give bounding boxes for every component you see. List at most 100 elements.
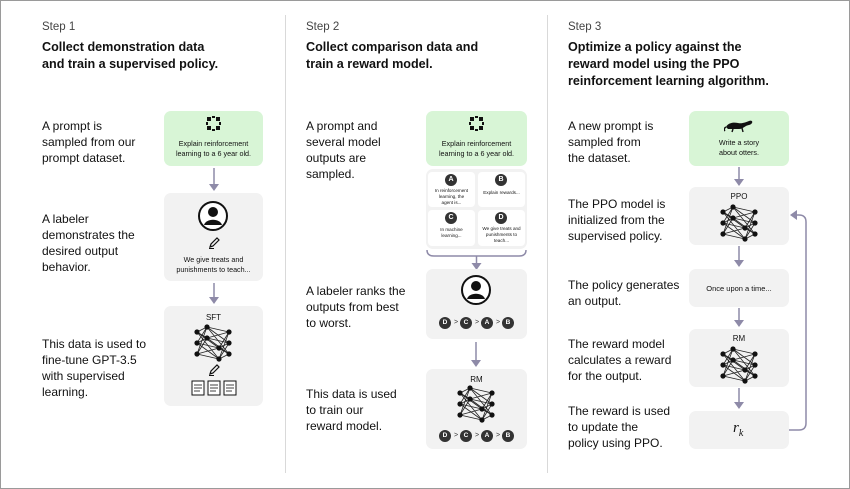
desc-line: to train our	[306, 403, 364, 417]
step3-label: Step 3	[568, 21, 602, 33]
desc-line: fine-tune GPT-3.5	[42, 353, 137, 367]
desc-line: behavior.	[42, 260, 91, 274]
step3-desc-prompt: A new prompt is sampled from the dataset…	[568, 118, 688, 166]
greater-than-icon: >	[453, 432, 459, 439]
prompt-line: learning to a 6 year old.	[438, 148, 515, 158]
desc-line: The PPO model is	[568, 197, 666, 211]
desc-line: to update the	[568, 420, 639, 434]
rank-letter: C	[460, 430, 472, 442]
desc-line: A labeler	[42, 212, 89, 226]
step1-label: Step 1	[42, 21, 76, 33]
output-text: In reinforcement learning, the agent is.…	[430, 188, 473, 205]
output-line: learning...	[441, 232, 462, 238]
arrow-down-icon	[471, 342, 481, 367]
neural-network-icon	[457, 385, 495, 423]
reward-r: r	[733, 420, 739, 436]
desc-line: outputs are	[306, 151, 367, 165]
sft-label: SFT	[205, 313, 222, 322]
neural-network-icon	[720, 204, 758, 242]
step2-prompt-box: Explain reinforcement learning to a 6 ye…	[426, 111, 527, 166]
rank-letter: D	[439, 317, 451, 329]
desc-line: desired output	[42, 244, 119, 258]
policy-output-text: Once upon a time...	[706, 284, 772, 293]
step3-desc-generate: The policy generates an output.	[568, 277, 688, 309]
desc-line: sampled from our	[42, 135, 136, 149]
desc-line: several model	[306, 135, 381, 149]
output-letter-badge: C	[445, 212, 457, 224]
step2-heading: Collect comparison data and train a rewa…	[306, 39, 536, 73]
step1-prompt-box: Explain reinforcement learning to a 6 ye…	[164, 111, 263, 166]
step1-labeler-box: We give treats and punishments to teach.…	[164, 193, 263, 281]
desc-line: The reward model	[568, 337, 665, 351]
desc-line: learning.	[42, 385, 89, 399]
desc-line: A prompt and	[306, 119, 378, 133]
desc-line: reward model.	[306, 419, 383, 433]
rank-letter: C	[460, 317, 472, 329]
rm-label: RM	[470, 375, 483, 384]
step2-outputs-box: A In reinforcement learning, the agent i…	[426, 169, 527, 249]
desc-line: policy using PPO.	[568, 436, 663, 450]
step3-desc-update: The reward is used to update the policy …	[568, 403, 688, 451]
desc-line: initialized from the	[568, 213, 665, 227]
step2-heading-line: train a reward model.	[306, 57, 433, 71]
step2-prompt-text: Explain reinforcement learning to a 6 ye…	[426, 139, 527, 158]
merge-bracket-arrow-icon	[426, 250, 527, 270]
step3-heading-line: reinforcement learning algorithm.	[568, 74, 769, 88]
ranking-row: D > C > A > B	[439, 317, 515, 329]
output-line: We give treats and	[482, 226, 521, 231]
rank-letter: A	[481, 317, 493, 329]
arrow-down-icon	[209, 168, 219, 191]
output-card-d: D We give treats and punishments to teac…	[478, 210, 525, 246]
prompt-line: learning to a 6 year old.	[175, 148, 252, 158]
step1-heading: Collect demonstration data and train a s…	[42, 39, 272, 73]
prompt-line: about otters.	[719, 147, 759, 157]
greater-than-icon: >	[474, 432, 480, 439]
document-stack-icon	[191, 380, 237, 396]
greater-than-icon: >	[495, 319, 501, 326]
pencil-icon	[209, 364, 220, 376]
desc-line: sampled from	[568, 135, 641, 149]
otter-icon	[724, 120, 753, 133]
prompt-line: Write a story	[718, 138, 760, 147]
output-letter-badge: D	[495, 212, 507, 224]
output-line: agent is...	[441, 199, 462, 205]
output-line: In machine	[440, 227, 463, 232]
feedback-loop-arrow-icon	[789, 210, 807, 431]
desc-line: calculates a reward	[568, 353, 672, 367]
desc-line: supervised policy.	[568, 229, 663, 243]
step2-desc-rank: A labeler ranks the outputs from best to…	[306, 283, 426, 331]
output-text: In machine learning...	[430, 227, 473, 239]
output-card-b: B Explain rewards...	[478, 172, 525, 207]
output-card-c: C In machine learning...	[428, 210, 475, 246]
desc-line: the dataset.	[568, 151, 631, 165]
desc-line: outputs from best	[306, 300, 399, 314]
desc-line: an output.	[568, 294, 622, 308]
output-line: Explain rewards...	[483, 190, 520, 195]
labeler-person-icon	[461, 275, 491, 305]
prompt-loop-icon	[206, 116, 221, 131]
output-card-a: A In reinforcement learning, the agent i…	[428, 172, 475, 207]
desc-line: The policy generates	[568, 278, 680, 292]
desc-line: A new prompt is	[568, 119, 654, 133]
step2-rm-box: RM D > C > A > B	[426, 369, 527, 449]
desc-line: This data is used to	[42, 337, 147, 351]
greater-than-icon: >	[495, 432, 501, 439]
rank-letter: B	[502, 317, 514, 329]
labeler-line: punishments to teach...	[176, 264, 251, 274]
desc-line: with supervised	[42, 369, 125, 383]
step3-desc-ppo: The PPO model is initialized from the su…	[568, 196, 688, 244]
divider-2	[547, 15, 548, 473]
step3-desc-reward: The reward model calculates a reward for…	[568, 336, 688, 384]
rank-letter: D	[439, 430, 451, 442]
step2-rank-box: D > C > A > B	[426, 269, 527, 339]
step3-prompt-box: Write a story about otters.	[689, 111, 789, 166]
arrow-down-icon	[734, 388, 744, 409]
step1-labeler-text: We give treats and punishments to teach.…	[164, 255, 263, 274]
labeler-person-icon	[198, 201, 228, 231]
step2-desc-train: This data is used to train our reward mo…	[306, 386, 426, 434]
prompt-line: Explain reinforcement	[178, 139, 249, 148]
step1-sft-box: SFT	[164, 306, 263, 406]
greater-than-icon: >	[474, 319, 480, 326]
output-letter-badge: B	[495, 174, 507, 186]
output-line: punishments to	[485, 231, 518, 237]
